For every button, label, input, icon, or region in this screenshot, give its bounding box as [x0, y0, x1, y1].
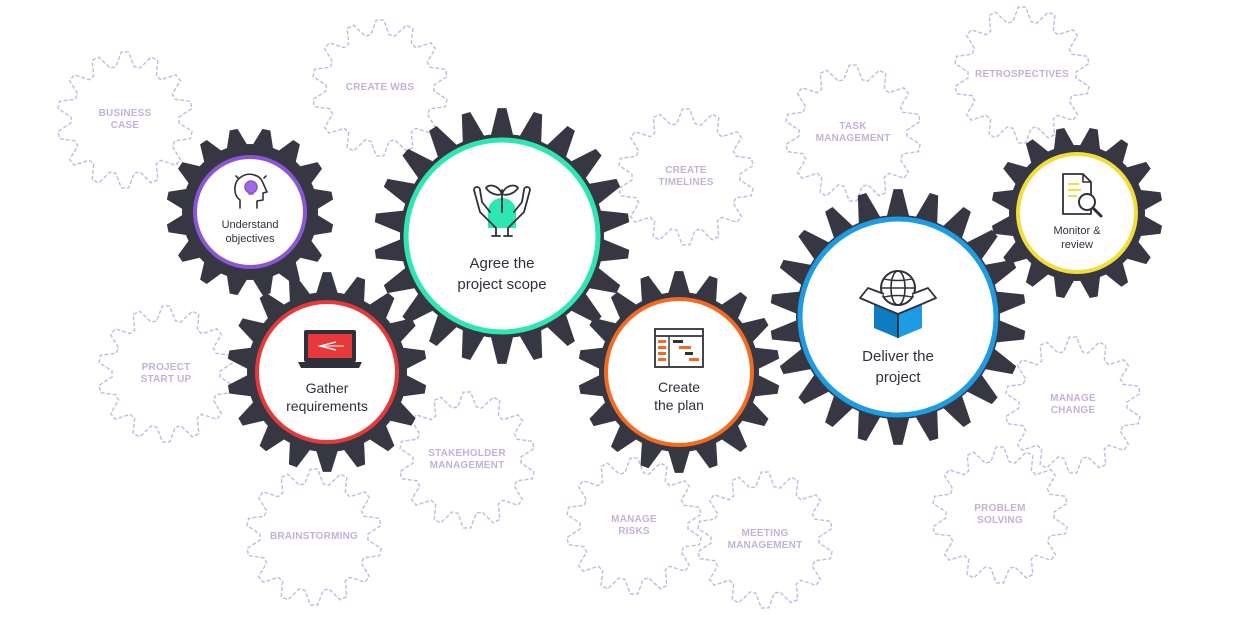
ghost-gear-manage-change [1005, 336, 1141, 474]
globe-box-icon [859, 270, 937, 338]
ghost-label-stakeholder-management: STAKEHOLDER MANAGEMENT [428, 448, 506, 471]
gear-ring-create-plan [604, 297, 754, 447]
ghost-label-create-timelines: CREATE TIMELINES [658, 165, 714, 188]
gear-agree-scope [374, 108, 630, 364]
ghost-label-meeting-management: MEETING MANAGEMENT [727, 528, 803, 551]
lightbulb-head-icon [234, 173, 268, 209]
gear-label-monitor-review: Monitor & review [1053, 225, 1101, 251]
gantt-plan-icon [654, 328, 704, 368]
ghost-gear-stakeholder-management [399, 391, 535, 529]
ghost-label-problem-solving: PROBLEM SOLVING [974, 503, 1026, 526]
icons-layer [234, 173, 1103, 368]
gear-label-agree-scope: Agree the project scope [457, 255, 547, 293]
hands-plant-icon [473, 184, 531, 237]
ghost-gear-retrospectives [954, 6, 1090, 144]
gear-label-understand-objectives: Understand objectives [221, 219, 279, 245]
gear-ring-gather-requirements [255, 300, 399, 444]
gear-label-deliver-project: Deliver the project [862, 348, 934, 386]
ghost-label-business-case: BUSINESS CASE [98, 108, 152, 131]
main-gears-layer [166, 108, 1162, 473]
ghost-gear-task-management [785, 64, 921, 202]
ghost-label-brainstorming: BRAINSTORMING [270, 531, 358, 542]
gear-gather-requirements [227, 272, 427, 472]
ghost-gear-project-start-up [98, 305, 234, 443]
ghost-gear-manage-risks [566, 457, 702, 595]
ghost-gears-layer [57, 6, 1141, 609]
ghost-label-manage-risks: MANAGE RISKS [611, 514, 657, 537]
ghost-gear-meeting-management [697, 471, 833, 609]
ghost-gear-create-wbs [312, 19, 448, 157]
ghost-label-retrospectives: RETROSPECTIVES [975, 69, 1069, 80]
gear-label-gather-requirements: Gather requirements [286, 380, 368, 414]
gear-ring-understand-objectives [193, 155, 307, 269]
ghost-label-manage-change: MANAGE CHANGE [1050, 393, 1096, 416]
ghost-label-task-management: TASK MANAGEMENT [815, 121, 891, 144]
gear-label-create-plan: Create the plan [654, 379, 704, 413]
ghost-gear-brainstorming [246, 468, 382, 606]
gear-create-plan [578, 271, 780, 473]
gear-ring-agree-scope [403, 137, 601, 335]
ghost-gear-create-timelines [618, 108, 754, 246]
ghost-gear-problem-solving [932, 446, 1068, 584]
document-magnifier-icon [1062, 173, 1103, 218]
laptop-icon [298, 330, 362, 368]
ghost-label-create-wbs: CREATE WBS [345, 82, 415, 93]
ghost-gear-business-case [57, 51, 193, 189]
ghost-label-project-start-up: PROJECT START UP [140, 362, 192, 385]
gear-understand-objectives [166, 128, 334, 296]
